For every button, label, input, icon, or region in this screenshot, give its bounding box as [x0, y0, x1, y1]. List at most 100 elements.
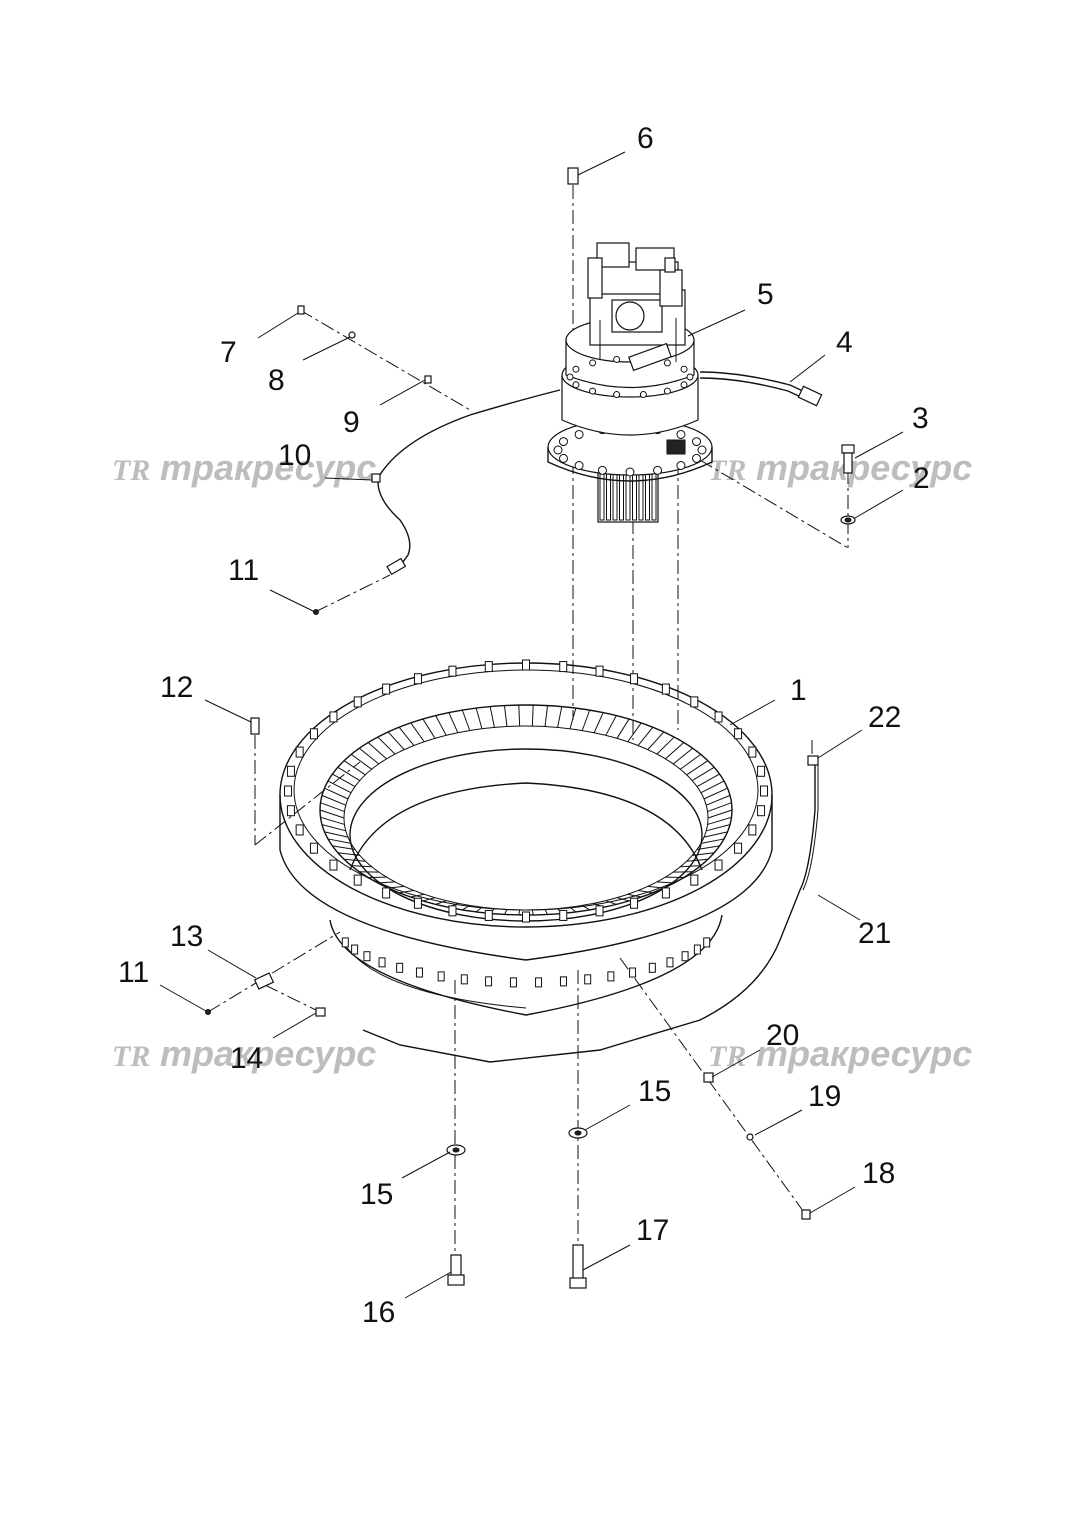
gear-tooth	[665, 742, 685, 760]
callout-20: 20	[766, 1019, 799, 1052]
watermark-top-right: TR тракресурс	[708, 447, 972, 488]
ring-bolt-head	[760, 785, 768, 797]
gear-tooth	[616, 718, 630, 739]
callout-5: 5	[757, 278, 774, 311]
ring-bolt-head	[559, 661, 568, 673]
gear-tooth	[327, 838, 352, 844]
ring-bolt-head	[522, 659, 530, 671]
ring-bolt-head	[559, 909, 568, 921]
reducer-bolt-head	[566, 373, 574, 381]
flange-bolt-head	[697, 445, 707, 455]
flange-bolt-head	[692, 437, 702, 447]
watermark-text: тракресурс	[756, 1033, 972, 1074]
gear-tooth	[593, 712, 604, 733]
ring-bolt-head	[382, 683, 391, 695]
gear-tooth	[327, 780, 352, 794]
gear-tooth	[343, 760, 366, 776]
callout-12: 12	[160, 671, 193, 704]
watermark-logo: TR	[708, 1040, 746, 1073]
flange-bolt-head	[653, 465, 663, 475]
gear-tooth	[616, 897, 630, 902]
ring-bolt-head	[484, 909, 493, 921]
leader-lines	[159, 151, 904, 1299]
watermark-top-left: TR тракресурс	[112, 447, 376, 488]
watermark-text: тракресурс	[756, 447, 972, 488]
reducer-bolt-head	[639, 391, 647, 399]
gear-tooth	[605, 900, 617, 905]
gear-tooth	[448, 712, 459, 733]
gear-tooth	[337, 852, 360, 856]
reducer-bolt-head	[613, 355, 621, 363]
gear-tooth	[696, 845, 720, 850]
flange-bolt-head	[676, 429, 686, 439]
ring-bolt-head	[448, 905, 457, 917]
gear-tooth	[544, 909, 548, 915]
gear-tooth	[461, 709, 471, 731]
gear-tooth	[672, 747, 693, 765]
gear-tooth	[489, 706, 495, 728]
ring-bolt-head	[748, 824, 757, 836]
skirt-bolt-head	[351, 944, 359, 955]
skirt-bolt-head	[584, 974, 592, 985]
skirt-bolt-head	[460, 974, 468, 985]
gear-tooth	[680, 865, 701, 868]
gear-tooth	[422, 897, 436, 902]
gear-tooth	[692, 766, 715, 782]
reducer-bolt-head	[589, 359, 597, 367]
gear-tooth	[435, 715, 447, 736]
gear-tooth	[544, 705, 549, 727]
callout-14: 14	[230, 1042, 263, 1075]
skirt-bolt-head	[341, 937, 349, 948]
callout-7: 7	[220, 336, 237, 369]
ring-bolt-head	[630, 673, 639, 685]
ring-bolt-heads	[284, 659, 768, 923]
reducer-bolt-head	[572, 381, 580, 389]
ring-bolt-head	[295, 746, 304, 758]
gear-tooth	[531, 909, 534, 916]
gear-tooth	[707, 802, 732, 813]
callout-18: 18	[862, 1157, 895, 1190]
flange-bolt-head	[574, 429, 584, 439]
pinion-tooth	[632, 471, 637, 521]
ring-bolt-head	[309, 728, 318, 740]
grease-line	[362, 765, 819, 1063]
ring-bolt-head	[690, 874, 699, 886]
flange-bolt-head	[692, 453, 702, 463]
skirt-bolt-head	[607, 971, 615, 982]
reducer-bolt-head	[680, 381, 688, 389]
gear-tooth	[637, 890, 653, 894]
gear-tooth	[703, 831, 728, 838]
ring-bolt-head	[286, 805, 295, 817]
reducer-bolt-head	[663, 359, 671, 367]
skirt-bolt-head	[559, 976, 567, 987]
ring-bolt-head	[714, 711, 723, 723]
ring-bolt-head	[382, 887, 391, 899]
gear-tooth	[700, 780, 725, 794]
gear-tooth	[581, 709, 591, 731]
ring-bolt-head	[661, 683, 670, 695]
part-18-fitting	[801, 1209, 811, 1220]
reducer-bolt-head	[613, 391, 621, 399]
watermark-logo: TR	[112, 454, 150, 487]
callout-15-left: 15	[360, 1178, 393, 1211]
skirt-bolt-head	[437, 971, 445, 982]
watermark-text: тракресурс	[160, 1033, 376, 1074]
gear-tooth	[647, 731, 665, 750]
part-17-bolt	[569, 1244, 587, 1289]
gear-tooth	[569, 906, 577, 913]
skirt-bolt-head	[681, 951, 689, 962]
part-11-pin-upper	[313, 609, 319, 615]
gear-tooth	[324, 831, 349, 838]
ring-bolt-head	[295, 824, 304, 836]
pinion-tooth	[625, 471, 631, 521]
swing-motor-reducer	[547, 242, 713, 523]
ring-bolt-head	[353, 696, 362, 708]
ring-bolt-head	[413, 673, 422, 685]
callout-9: 9	[343, 406, 360, 439]
callout-15-right: 15	[638, 1075, 671, 1108]
gear-tooth	[321, 824, 346, 832]
ring-bolt-head	[484, 661, 493, 673]
gear-tooth	[503, 705, 508, 727]
